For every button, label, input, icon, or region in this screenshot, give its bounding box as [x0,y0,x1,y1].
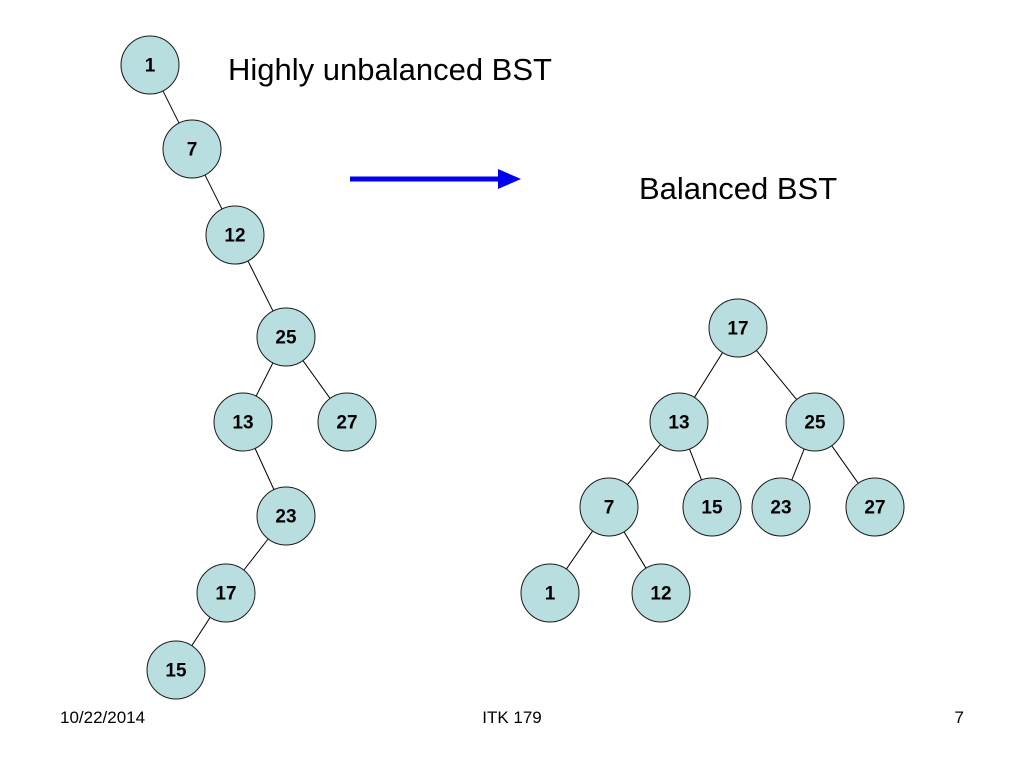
unbalanced-node-circle [205,205,265,265]
transform-arrow [350,169,521,189]
balanced-edge-13-7 [627,444,661,485]
unbalanced-node-label: 7 [187,140,198,161]
balanced-edge-25-23 [791,448,805,481]
unbalanced-edge-12-25 [247,260,274,312]
balanced-node-circle [751,477,811,537]
unbalanced-node-circle [196,563,256,623]
footer-date: 10/22/2014 [60,708,146,727]
unbalanced-node-15: 15 [146,640,206,700]
balanced-node-circle [682,477,742,537]
balanced-node-25: 25 [785,392,845,452]
balanced-node-label: 15 [701,498,723,519]
balanced-edge-17-25 [755,350,798,400]
unbalanced-node-label: 27 [336,413,357,434]
balanced-bst-title: Balanced BST [639,171,838,206]
unbalanced-edge-17-15 [191,617,211,646]
unbalanced-node-12: 12 [205,205,265,265]
balanced-node-1: 1 [520,563,580,623]
balanced-node-17: 17 [708,298,768,358]
balanced-edge-25-27 [831,445,859,484]
unbalanced-edge-25-13 [255,362,274,397]
unbalanced-node-1: 1 [120,35,180,95]
unbalanced-node-25: 25 [256,307,316,367]
balanced-node-label: 27 [864,498,885,519]
balanced-node-label: 17 [727,319,748,340]
unbalanced-node-23: 23 [256,486,316,546]
balanced-node-label: 7 [604,498,615,519]
balanced-node-circle [520,563,580,623]
balanced-node-circle [631,563,691,623]
balanced-node-label: 23 [770,498,791,519]
balanced-node-23: 23 [751,477,811,537]
unbalanced-node-circle [120,35,180,95]
unbalanced-node-27: 27 [317,392,377,452]
footer-course: ITK 179 [482,708,542,727]
unbalanced-node-circle [213,392,273,452]
unbalanced-node-label: 17 [215,584,236,605]
balanced-node-label: 1 [545,584,556,605]
unbalanced-node-label: 12 [224,226,245,247]
balanced-node-27: 27 [845,477,905,537]
unbalanced-node-circle [256,307,316,367]
unbalanced-edge-1-7 [162,90,180,124]
unbalanced-node-13: 13 [213,392,273,452]
unbalanced-node-circle [146,640,206,700]
balanced-node-circle [845,477,905,537]
balanced-node-15: 15 [682,477,742,537]
footer-page-number: 7 [954,708,964,727]
unbalanced-node-circle [162,119,222,179]
balanced-node-label: 12 [650,584,671,605]
unbalanced-edge-7-12 [204,174,223,210]
tree-edges [162,90,859,646]
unbalanced-edge-13-23 [254,448,275,490]
unbalanced-node-circle [256,486,316,546]
unbalanced-node-label: 15 [165,661,187,682]
arrow-head-icon [498,169,521,189]
balanced-edge-17-13 [693,352,724,398]
unbalanced-node-label: 13 [232,413,253,434]
balanced-node-label: 13 [668,413,689,434]
balanced-node-label: 25 [804,413,826,434]
balanced-node-circle [708,298,768,358]
unbalanced-edge-23-17 [243,538,269,571]
balanced-edge-13-15 [689,448,702,481]
balanced-node-circle [649,392,709,452]
balanced-node-circle [579,477,639,537]
unbalanced-node-label: 23 [275,507,296,528]
unbalanced-node-7: 7 [162,119,222,179]
balanced-node-7: 7 [579,477,639,537]
unbalanced-node-circle [317,392,377,452]
balanced-edge-7-12 [623,531,647,569]
unbalanced-node-label: 1 [145,56,156,77]
balanced-node-13: 13 [649,392,709,452]
balanced-edge-7-1 [565,530,594,570]
unbalanced-node-17: 17 [196,563,256,623]
unbalanced-node-label: 25 [275,328,297,349]
unbalanced-edge-25-27 [302,360,331,399]
balanced-node-12: 12 [631,563,691,623]
unbalanced-bst-title: Highly unbalanced BST [228,52,552,87]
balanced-node-circle [785,392,845,452]
